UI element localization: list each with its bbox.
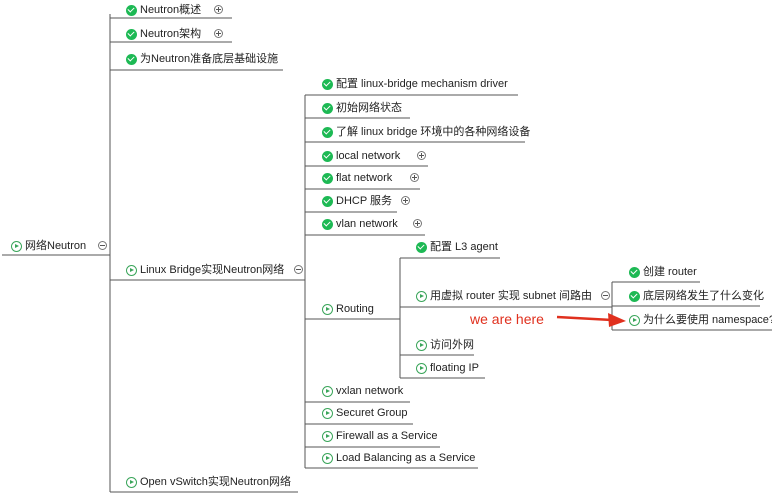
node-vlan-network[interactable]: vlan network xyxy=(322,215,398,233)
check-icon xyxy=(322,78,333,90)
node-config-mechanism-driver[interactable]: 配置 linux-bridge mechanism driver xyxy=(322,75,508,93)
check-icon xyxy=(322,172,333,184)
node-label: 访问外网 xyxy=(430,339,474,351)
expand-toggle-icon[interactable] xyxy=(417,151,426,160)
node-label: Routing xyxy=(336,303,374,315)
node-label: Open vSwitch实现Neutron网络 xyxy=(140,476,291,488)
check-icon xyxy=(126,53,137,65)
node-linux-bridge-devices[interactable]: 了解 linux bridge 环境中的各种网络设备 xyxy=(322,123,530,141)
node-underlying-network-changes[interactable]: 底层网络发生了什么变化 xyxy=(629,287,764,305)
node-virtual-router-subnet-routing[interactable]: 用虚拟 router 实现 subnet 间路由 xyxy=(416,287,592,305)
node-neutron-architecture[interactable]: Neutron架构 xyxy=(126,25,201,43)
we-are-here-annotation: we are here xyxy=(470,311,544,327)
check-icon xyxy=(416,241,427,253)
node-firewall-as-a-service[interactable]: Firewall as a Service xyxy=(322,427,437,445)
check-icon xyxy=(629,266,640,278)
node-infrastructure[interactable]: 为Neutron准备底层基础设施 xyxy=(126,50,278,68)
node-label: vlan network xyxy=(336,218,398,230)
play-icon xyxy=(126,264,137,276)
node-neutron-overview[interactable]: Neutron概述 xyxy=(126,1,201,19)
node-why-namespace[interactable]: 为什么要使用 namespace? xyxy=(629,311,772,329)
check-icon xyxy=(629,290,640,302)
node-security-group[interactable]: Securet Group xyxy=(322,404,408,422)
node-label: floating IP xyxy=(430,362,479,374)
node-load-balancing-as-a-service[interactable]: Load Balancing as a Service xyxy=(322,449,475,467)
check-icon xyxy=(322,150,333,162)
node-label: Neutron概述 xyxy=(140,4,202,16)
expand-toggle-icon[interactable] xyxy=(413,219,422,228)
node-config-l3-agent[interactable]: 配置 L3 agent xyxy=(416,238,498,256)
collapse-toggle-icon[interactable] xyxy=(294,265,303,274)
node-label: DHCP 服务 xyxy=(336,195,393,207)
node-label: Firewall as a Service xyxy=(336,430,438,442)
expand-toggle-icon[interactable] xyxy=(214,29,223,38)
check-icon xyxy=(126,4,137,16)
node-label: Linux Bridge实现Neutron网络 xyxy=(140,264,285,276)
check-icon xyxy=(322,102,333,114)
node-label: 配置 linux-bridge mechanism driver xyxy=(336,78,508,90)
node-label: 为什么要使用 namespace? xyxy=(643,314,772,326)
node-label: 网络Neutron xyxy=(25,240,87,252)
we-are-here-arrow xyxy=(556,313,626,327)
node-label: 初始网络状态 xyxy=(336,102,402,114)
root-node-network-neutron[interactable]: 网络Neutron xyxy=(11,237,86,255)
node-open-vswitch[interactable]: Open vSwitch实现Neutron网络 xyxy=(126,473,291,491)
node-label: 用虚拟 router 实现 subnet 间路由 xyxy=(430,290,592,302)
play-icon xyxy=(322,407,333,419)
play-icon xyxy=(11,240,22,252)
play-icon xyxy=(126,476,137,488)
check-icon xyxy=(322,195,333,207)
node-label: 配置 L3 agent xyxy=(430,241,498,253)
check-icon xyxy=(322,126,333,138)
node-dhcp-service[interactable]: DHCP 服务 xyxy=(322,192,392,210)
play-icon xyxy=(416,362,427,374)
node-label: vxlan network xyxy=(336,385,404,397)
node-routing[interactable]: Routing xyxy=(322,300,374,318)
play-icon xyxy=(416,290,427,302)
node-label: flat network xyxy=(336,172,393,184)
node-local-network[interactable]: local network xyxy=(322,147,400,165)
expand-toggle-icon[interactable] xyxy=(401,196,410,205)
node-access-external-network[interactable]: 访问外网 xyxy=(416,336,474,354)
node-label: local network xyxy=(336,150,401,162)
node-flat-network[interactable]: flat network xyxy=(322,169,392,187)
collapse-toggle-icon[interactable] xyxy=(601,291,610,300)
node-create-router[interactable]: 创建 router xyxy=(629,263,697,281)
play-icon xyxy=(322,430,333,442)
node-linux-bridge[interactable]: Linux Bridge实现Neutron网络 xyxy=(126,261,284,279)
node-vxlan-network[interactable]: vxlan network xyxy=(322,382,403,400)
node-label: Load Balancing as a Service xyxy=(336,452,476,464)
node-label: 了解 linux bridge 环境中的各种网络设备 xyxy=(336,126,531,138)
check-icon xyxy=(126,28,137,40)
check-icon xyxy=(322,218,333,230)
play-icon xyxy=(629,314,640,326)
play-icon xyxy=(322,452,333,464)
play-icon xyxy=(416,339,427,351)
node-label: Neutron架构 xyxy=(140,28,202,40)
node-floating-ip[interactable]: floating IP xyxy=(416,359,479,377)
play-icon xyxy=(322,303,333,315)
node-label: 创建 router xyxy=(643,266,697,278)
node-label: 底层网络发生了什么变化 xyxy=(643,290,764,302)
node-label: 为Neutron准备底层基础设施 xyxy=(140,53,279,65)
node-initial-network-state[interactable]: 初始网络状态 xyxy=(322,99,402,117)
expand-toggle-icon[interactable] xyxy=(410,173,419,182)
collapse-toggle-icon[interactable] xyxy=(98,241,107,250)
node-label: Securet Group xyxy=(336,407,408,419)
expand-toggle-icon[interactable] xyxy=(214,5,223,14)
play-icon xyxy=(322,385,333,397)
